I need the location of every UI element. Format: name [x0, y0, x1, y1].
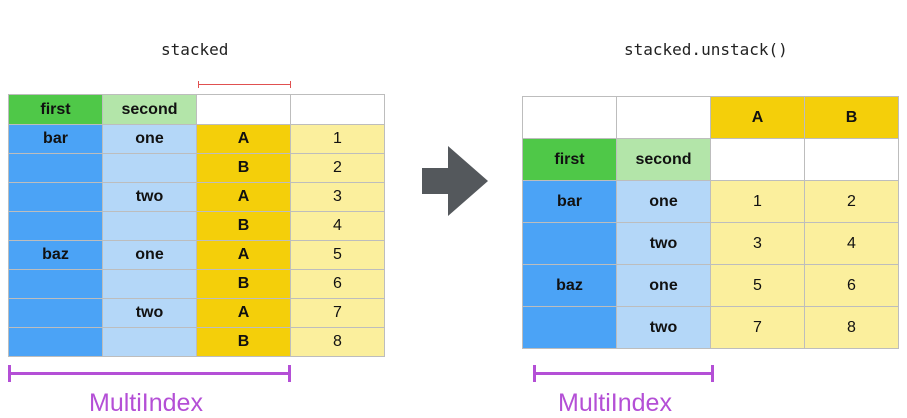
value-cell: 4 [290, 211, 385, 241]
table-row: B 2 [8, 153, 385, 183]
unstacked-table: A B first second bar one 1 2 two 3 4 baz… [522, 96, 899, 349]
first-index-cell [8, 269, 103, 299]
second-index-cell [102, 211, 197, 241]
table-row: baz one A 5 [8, 240, 385, 270]
column-key-cell: A [196, 298, 291, 328]
first-index-cell [8, 211, 103, 241]
column-header-row: A B [522, 96, 899, 139]
value-cell: 6 [804, 264, 899, 307]
stacked-title: stacked [161, 40, 229, 59]
table-row: B 8 [8, 327, 385, 357]
first-index-cell: bar [8, 124, 103, 154]
column-key-cell: A [196, 240, 291, 270]
second-header: second [616, 138, 711, 181]
second-index-cell: one [102, 240, 197, 270]
value-cell: 8 [804, 306, 899, 349]
value-cell: 7 [290, 298, 385, 328]
first-index-cell [522, 306, 617, 349]
value-cell: 3 [290, 182, 385, 212]
blank-header [710, 138, 805, 181]
value-cell: 2 [804, 180, 899, 223]
blank-header [196, 94, 291, 125]
header-row: first second [8, 94, 385, 125]
column-key-cell: A [196, 124, 291, 154]
value-cell: 4 [804, 222, 899, 265]
table-row: bar one 1 2 [522, 180, 899, 223]
first-index-cell [8, 327, 103, 357]
column-key-cell: A [196, 182, 291, 212]
column-key-cell: B [196, 269, 291, 299]
table-row: two A 7 [8, 298, 385, 328]
blank-header [290, 94, 385, 125]
value-cell: 2 [290, 153, 385, 183]
blank-header [804, 138, 899, 181]
table-row: bar one A 1 [8, 124, 385, 154]
second-index-cell: two [102, 182, 197, 212]
first-index-cell [8, 153, 103, 183]
unstacked-title: stacked.unstack() [624, 40, 788, 59]
table-row: baz one 5 6 [522, 264, 899, 307]
value-cell: 1 [290, 124, 385, 154]
column-header-b: B [804, 96, 899, 139]
value-cell: 6 [290, 269, 385, 299]
multiindex-label: MultiIndex [558, 389, 672, 417]
column-level-marker [198, 81, 291, 88]
index-header-row: first second [522, 138, 899, 181]
second-index-cell: one [102, 124, 197, 154]
column-key-cell: B [196, 153, 291, 183]
table-row: two 7 8 [522, 306, 899, 349]
table-row: B 6 [8, 269, 385, 299]
column-key-cell: B [196, 327, 291, 357]
second-index-cell [102, 269, 197, 299]
column-header-a: A [710, 96, 805, 139]
table-row: B 4 [8, 211, 385, 241]
second-index-cell: one [616, 180, 711, 223]
second-index-cell: one [616, 264, 711, 307]
first-header: first [8, 94, 103, 125]
first-index-cell [522, 222, 617, 265]
table-row: two A 3 [8, 182, 385, 212]
first-index-cell: bar [522, 180, 617, 223]
stacked-table: first second bar one A 1 B 2 two A 3 B 4… [8, 94, 385, 357]
multiindex-bracket [8, 365, 291, 382]
blank-header [616, 96, 711, 139]
column-key-cell: B [196, 211, 291, 241]
first-index-cell [8, 298, 103, 328]
first-header: first [522, 138, 617, 181]
second-index-cell: two [102, 298, 197, 328]
value-cell: 3 [710, 222, 805, 265]
value-cell: 7 [710, 306, 805, 349]
value-cell: 5 [710, 264, 805, 307]
second-index-cell: two [616, 222, 711, 265]
first-index-cell [8, 182, 103, 212]
multiindex-label: MultiIndex [89, 389, 203, 417]
second-header: second [102, 94, 197, 125]
value-cell: 5 [290, 240, 385, 270]
table-row: two 3 4 [522, 222, 899, 265]
value-cell: 1 [710, 180, 805, 223]
multiindex-bracket [533, 365, 714, 382]
first-index-cell: baz [522, 264, 617, 307]
second-index-cell [102, 153, 197, 183]
second-index-cell [102, 327, 197, 357]
first-index-cell: baz [8, 240, 103, 270]
blank-header [522, 96, 617, 139]
right-arrow-icon [422, 146, 488, 216]
second-index-cell: two [616, 306, 711, 349]
value-cell: 8 [290, 327, 385, 357]
